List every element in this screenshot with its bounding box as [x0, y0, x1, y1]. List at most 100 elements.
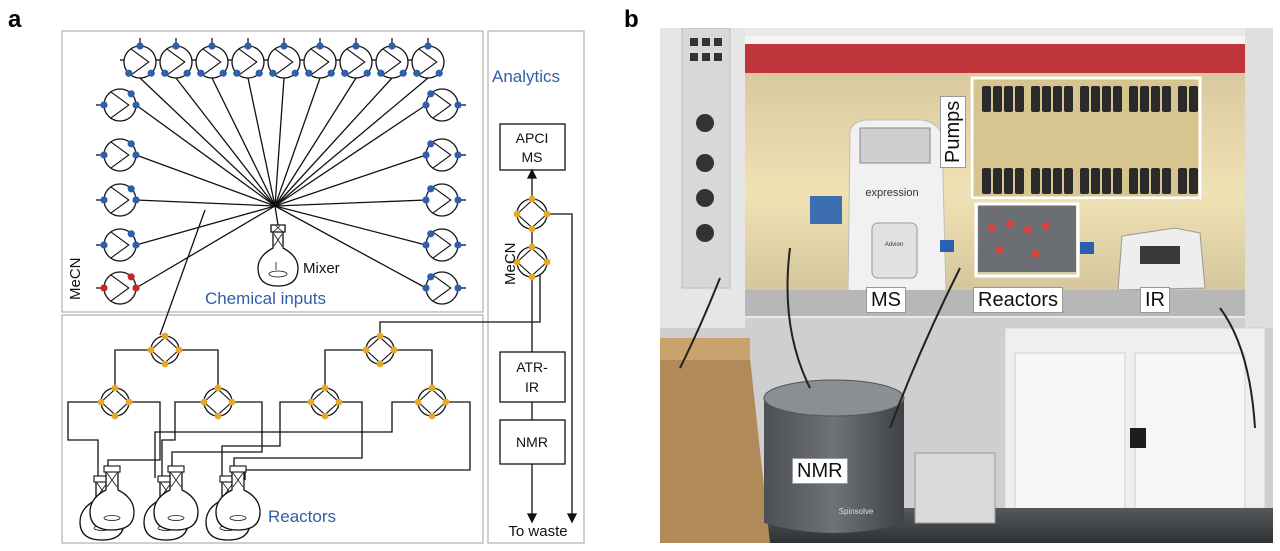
solvent-label-right: MeCN	[502, 242, 519, 285]
syringe-pump	[1129, 86, 1138, 112]
valve-port	[427, 140, 435, 148]
input-line	[211, 77, 276, 207]
valve-port	[280, 42, 288, 50]
flask-line	[233, 401, 363, 480]
valve-port	[422, 241, 430, 249]
syringe-pump	[1042, 86, 1051, 112]
input-pump-right-4	[422, 228, 462, 262]
valve-port	[413, 69, 421, 77]
syringe-pump	[1042, 168, 1051, 194]
apci-ms-label-line2: MS	[522, 149, 543, 165]
valve-port	[376, 332, 384, 340]
to-waste-label: To waste	[508, 523, 567, 540]
input-pump-left-1	[100, 88, 140, 122]
valve-port	[183, 69, 191, 77]
input-pump-top-8	[375, 42, 409, 79]
valve-port	[147, 346, 155, 354]
panel-letter-b: b	[624, 6, 639, 33]
input-pump-left-4	[100, 228, 140, 262]
reactor-flask-2	[89, 465, 135, 531]
input-pump-right-2	[422, 138, 462, 172]
syringe-pump	[1053, 168, 1062, 194]
input-line	[135, 154, 276, 207]
syringe-pump	[1189, 168, 1198, 194]
syringe-pump	[1080, 86, 1089, 112]
input-pump-right-5	[422, 271, 462, 305]
valve-port	[454, 151, 462, 159]
syringe-pump	[1178, 168, 1187, 194]
valve-port	[132, 241, 140, 249]
valve-port	[228, 398, 236, 406]
valve-port	[200, 398, 208, 406]
valve-port	[214, 384, 222, 392]
valve-port	[100, 196, 108, 204]
input-pump-left-2	[100, 138, 140, 172]
valve-port	[172, 42, 180, 50]
valve-port	[111, 412, 119, 420]
lab-photo-illustration: expression Advion Spinsolve	[660, 28, 1273, 543]
valve-port	[100, 151, 108, 159]
valve-port	[132, 151, 140, 159]
input-line	[274, 199, 427, 207]
syringe-pump	[1162, 86, 1171, 112]
valve-port	[388, 42, 396, 50]
analytics-valve-2	[513, 243, 551, 281]
valve-port	[376, 360, 384, 368]
valve-port	[528, 273, 536, 281]
mixer-flask	[257, 224, 299, 287]
valve-port	[175, 346, 183, 354]
valve-port	[513, 258, 521, 266]
input-pump-top-9	[411, 42, 445, 79]
syringe-pump	[1004, 86, 1013, 112]
valve-port	[255, 69, 263, 77]
syringe-pump	[1004, 168, 1013, 194]
valve-port	[454, 196, 462, 204]
valve-port	[427, 90, 435, 98]
valve-port	[100, 241, 108, 249]
valve-port	[132, 284, 140, 292]
valve-port	[125, 398, 133, 406]
input-line	[274, 77, 429, 207]
valve-port	[161, 332, 169, 340]
input-pump-top-6	[303, 42, 337, 79]
syringe-pump	[1140, 86, 1149, 112]
valve-port	[543, 258, 551, 266]
input-line	[175, 77, 276, 207]
valve-port	[132, 101, 140, 109]
valve-port	[422, 151, 430, 159]
syringe-pump	[1151, 86, 1160, 112]
syringe-pump	[1162, 168, 1171, 194]
atr-ir-box	[499, 351, 566, 403]
input-valves-group	[100, 42, 462, 305]
valve-port	[428, 412, 436, 420]
nmr-box	[499, 419, 566, 465]
syringe-pump	[1102, 168, 1111, 194]
photo-label-ms: MS	[866, 287, 906, 313]
syringe-pump	[1015, 168, 1024, 194]
valve-port	[341, 69, 349, 77]
input-line	[135, 205, 276, 246]
input-line	[135, 205, 276, 289]
input-line	[274, 77, 357, 207]
mixer-feed-line	[274, 205, 279, 226]
valve-port	[422, 101, 430, 109]
syringe-pump	[1015, 86, 1024, 112]
nmr-brand-text: Spinsolve	[839, 507, 874, 516]
valve-port	[233, 69, 241, 77]
reactor-flasks-group	[79, 465, 261, 541]
input-pump-top-1	[123, 42, 157, 79]
panel-letter-a: a	[8, 6, 22, 33]
input-pump-right-3	[422, 183, 462, 217]
apci-ms-label-line1: APCI	[516, 130, 549, 146]
valve-port	[208, 42, 216, 50]
input-pump-top-7	[339, 42, 373, 79]
distribution-valve-2	[362, 332, 398, 368]
valve-port	[161, 69, 169, 77]
input-line	[135, 104, 276, 207]
valve-port	[528, 243, 536, 251]
valve-port	[316, 42, 324, 50]
tree-line	[394, 349, 433, 388]
valve-port	[127, 140, 135, 148]
valve-port	[352, 42, 360, 50]
valve-port	[454, 101, 462, 109]
